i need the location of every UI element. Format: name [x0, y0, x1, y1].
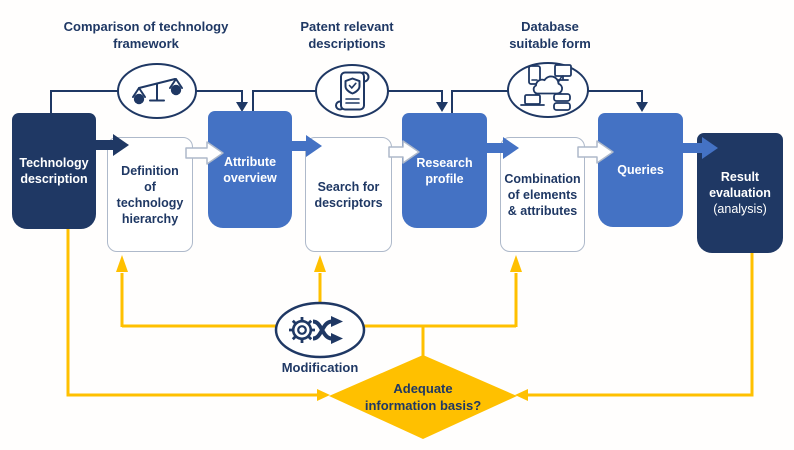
annotation-database-suitable-form: Database suitable form — [509, 19, 591, 51]
stage-result-evaluation: Result evaluation (analysis) — [697, 133, 783, 253]
patent-scroll-icon — [335, 71, 370, 111]
stage-attribute-overview: Attribute overview — [208, 111, 292, 228]
stage-search-for-descriptors: Search for descriptors — [305, 137, 392, 252]
stage-definition-of-technology-hierarchy: Definition of technology hierarchy — [107, 137, 193, 252]
stage-label: Queries — [617, 163, 664, 177]
stage-label: Technology description — [19, 156, 89, 186]
decision-diamond-label: Adequate information basis? — [364, 381, 482, 413]
modification-label: Modification — [281, 360, 359, 375]
stage-research-profile: Research profile — [402, 113, 487, 228]
decision-diamond — [329, 355, 517, 439]
stage-label: Combination of elements & attributes — [504, 171, 581, 218]
stage-sublabel: (analysis) — [713, 202, 767, 216]
stage-queries: Queries — [598, 113, 683, 227]
database-cloud-icon — [520, 64, 572, 111]
stage-combination-of-elements-attributes: Combination of elements & attributes — [500, 137, 585, 252]
annotation-comparison-of-technology-framework: Comparison of technology framework — [63, 19, 229, 51]
stage-label: Search for descriptors — [314, 179, 383, 210]
stage-label: Research profile — [416, 155, 473, 186]
stage-label: Attribute overview — [223, 154, 277, 185]
feedback-connectors — [66, 229, 754, 401]
stage-label: Result evaluation — [709, 170, 771, 200]
annotation-patent-relevant-descriptions: Patent relevant descriptions — [300, 19, 394, 51]
modification-gear-shuffle-icon — [289, 316, 343, 344]
balance-scale-icon — [132, 78, 183, 105]
stage-technology-description: Technology description — [12, 113, 96, 229]
stage-label: Definition of technology hierarchy — [116, 163, 184, 226]
